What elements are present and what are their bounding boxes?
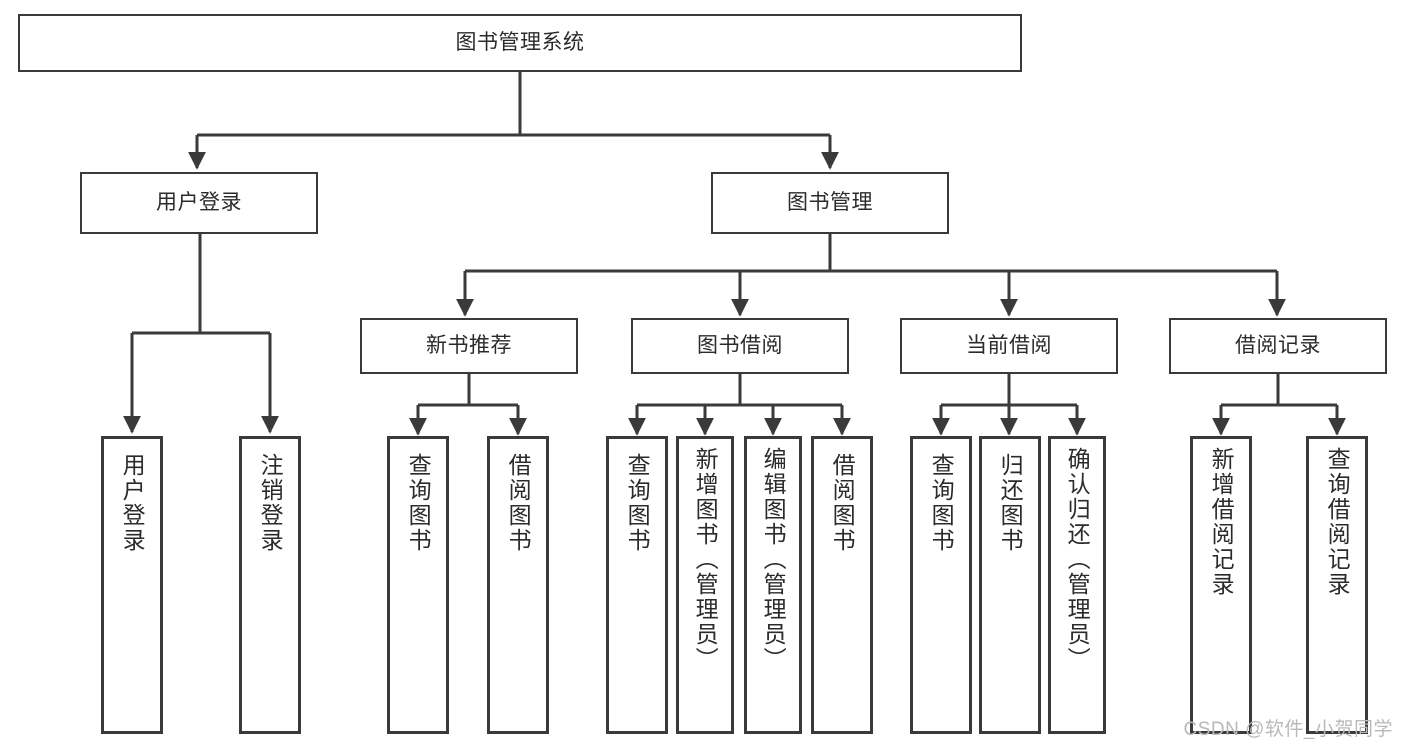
node-label: 注销登录 bbox=[257, 453, 284, 553]
node-label: 图书借阅 bbox=[697, 333, 783, 357]
node-label: 查询图书 bbox=[405, 453, 432, 553]
node-label: 借阅图书 bbox=[505, 453, 532, 553]
node-label: 图书管理系统 bbox=[455, 30, 585, 54]
leaf-user-login[interactable]: 用户登录 bbox=[101, 436, 163, 734]
leaf-logout[interactable]: 注销登录 bbox=[239, 436, 301, 734]
node-current-borrow[interactable]: 当前借阅 bbox=[900, 318, 1118, 374]
node-label: 新增借阅记录 bbox=[1208, 447, 1235, 597]
node-label: 新书推荐 bbox=[426, 333, 512, 357]
node-label: 图书管理 bbox=[787, 190, 873, 214]
leaf-edit-book-admin[interactable]: 编辑图书（管理员） bbox=[744, 436, 802, 734]
node-label: 用户登录 bbox=[156, 190, 242, 214]
node-user-login[interactable]: 用户登录 bbox=[80, 172, 318, 234]
node-label: 用户登录 bbox=[119, 453, 146, 553]
node-new-book-recommend[interactable]: 新书推荐 bbox=[360, 318, 578, 374]
node-label: 查询图书 bbox=[928, 453, 955, 553]
leaf-confirm-return-admin[interactable]: 确认归还（管理员） bbox=[1048, 436, 1106, 734]
node-label: 确认归还（管理员） bbox=[1064, 447, 1091, 672]
node-label: 当前借阅 bbox=[966, 333, 1052, 357]
leaf-add-book-admin[interactable]: 新增图书（管理员） bbox=[676, 436, 734, 734]
node-label: 借阅记录 bbox=[1235, 333, 1321, 357]
node-label: 借阅图书 bbox=[829, 453, 856, 553]
node-book-borrow[interactable]: 图书借阅 bbox=[631, 318, 849, 374]
node-label: 编辑图书（管理员） bbox=[760, 447, 787, 672]
leaf-return-book[interactable]: 归还图书 bbox=[979, 436, 1041, 734]
csdn-watermark: CSDN @软件_小贺同学 bbox=[1183, 719, 1393, 740]
leaf-query-book-borrow[interactable]: 查询图书 bbox=[606, 436, 668, 734]
node-root[interactable]: 图书管理系统 bbox=[18, 14, 1022, 72]
node-label: 查询借阅记录 bbox=[1324, 447, 1351, 597]
leaf-query-borrow-record[interactable]: 查询借阅记录 bbox=[1306, 436, 1368, 734]
leaf-add-borrow-record[interactable]: 新增借阅记录 bbox=[1190, 436, 1252, 734]
node-label: 新增图书（管理员） bbox=[692, 447, 719, 672]
leaf-query-book-recommend[interactable]: 查询图书 bbox=[387, 436, 449, 734]
leaf-query-book-current[interactable]: 查询图书 bbox=[910, 436, 972, 734]
node-label: 归还图书 bbox=[997, 453, 1024, 553]
node-label: 查询图书 bbox=[624, 453, 651, 553]
node-borrow-record[interactable]: 借阅记录 bbox=[1169, 318, 1387, 374]
leaf-borrow-book[interactable]: 借阅图书 bbox=[811, 436, 873, 734]
leaf-borrow-book-recommend[interactable]: 借阅图书 bbox=[487, 436, 549, 734]
node-book-management[interactable]: 图书管理 bbox=[711, 172, 949, 234]
